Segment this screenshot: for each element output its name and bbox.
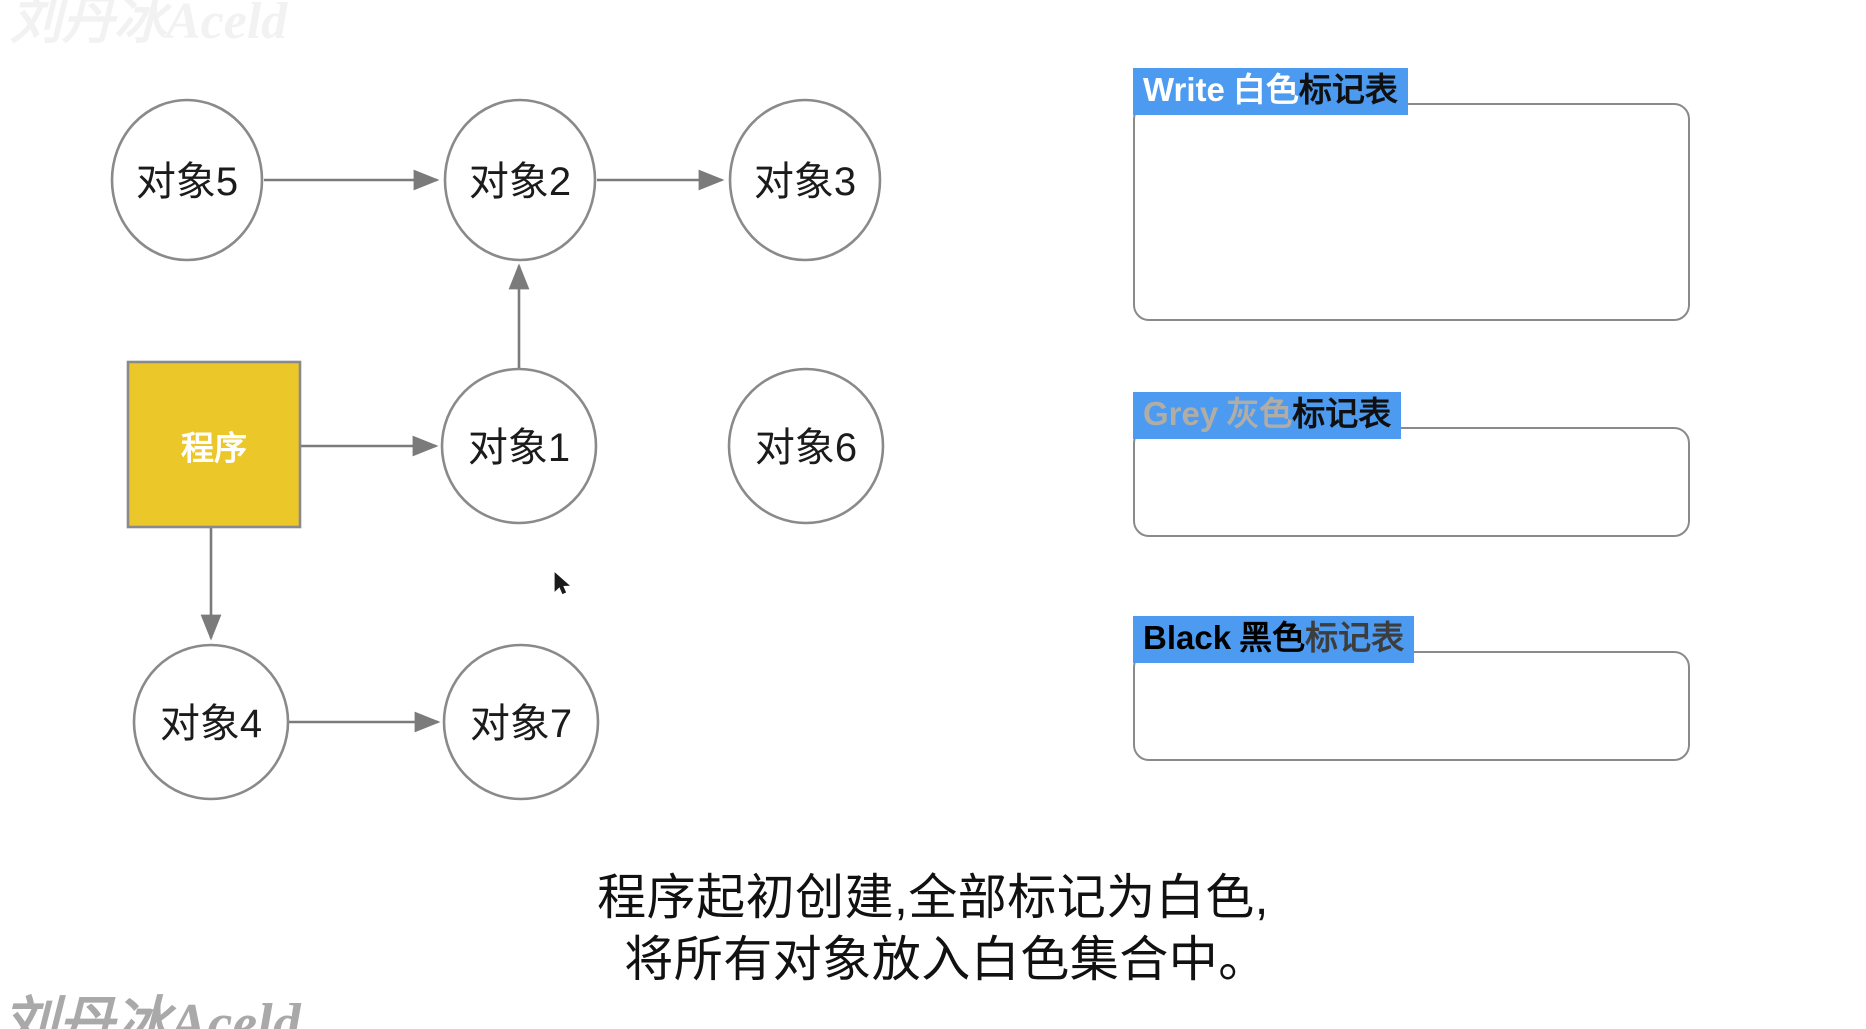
caption: 程序起初创建,全部标记为白色, 将所有对象放入白色集合中。 (0, 868, 1866, 991)
black-title-en: Black (1143, 619, 1232, 656)
node-shape (132, 643, 290, 801)
black-mark-table-box[interactable] (1133, 650, 1690, 761)
graph-edges (200, 169, 725, 733)
node-obj2[interactable]: 对象2 (443, 98, 597, 262)
node-obj1[interactable]: 对象1 (440, 367, 598, 525)
white-title-color-cn: 白色 (1232, 71, 1299, 108)
caption-line-1: 程序起初创建,全部标记为白色, (597, 871, 1269, 925)
node-label: 对象2 (469, 160, 571, 204)
mouse-cursor-icon (554, 572, 571, 595)
node-shape (728, 98, 882, 262)
node-obj3[interactable]: 对象3 (728, 98, 882, 262)
node-shape (727, 367, 885, 525)
grey-mark-table-box[interactable] (1133, 426, 1690, 537)
node-shape (443, 98, 597, 262)
program-node[interactable]: 程序 (126, 360, 302, 529)
black-title-color-cn: 黑色 (1239, 619, 1306, 656)
program-label: 程序 (181, 430, 247, 467)
node-shape (110, 98, 264, 262)
grey-title-suffix-cn: 标记表 (1292, 395, 1392, 432)
grey-title-en: Grey (1143, 395, 1219, 432)
node-shape (440, 367, 598, 525)
grey-title-color-cn: 灰色 (1226, 395, 1293, 432)
white-title-suffix-cn: 标记表 (1298, 71, 1398, 108)
program-rect (126, 360, 302, 529)
node-shape (442, 643, 600, 801)
node-obj5[interactable]: 对象5 (110, 98, 264, 262)
black-title-suffix-cn: 标记表 (1305, 619, 1405, 656)
object-reference-graph: 程序 对象5 对象2 对象3 对象1 对象6 对象4 对象7 (110, 98, 885, 801)
node-label: 对象5 (136, 160, 238, 204)
node-label: 对象7 (470, 702, 572, 746)
node-obj6[interactable]: 对象6 (727, 367, 885, 525)
white-title-en: Write (1143, 71, 1225, 108)
caption-line-2: 将所有对象放入白色集合中。 (624, 932, 1268, 987)
node-label: 对象4 (160, 702, 262, 746)
node-label: 对象3 (754, 160, 856, 204)
node-label: 对象1 (468, 426, 570, 470)
node-obj4[interactable]: 对象4 (132, 643, 290, 801)
node-obj7[interactable]: 对象7 (442, 643, 600, 801)
node-label: 对象6 (755, 426, 857, 470)
white-mark-table-box[interactable] (1133, 102, 1690, 321)
